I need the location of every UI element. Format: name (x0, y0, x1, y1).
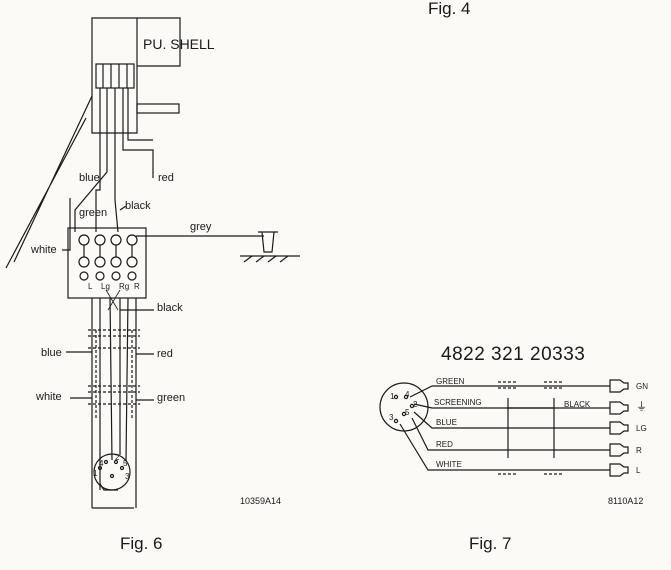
wire-label-grey: grey (190, 221, 212, 233)
fig6-drawing (5, 17, 300, 509)
terminal-lg: LG (636, 424, 647, 433)
wire-label-red-low: red (157, 348, 173, 360)
wire-blue (95, 88, 101, 232)
wire-label-blue-low: blue (41, 347, 62, 359)
terminal-screws (78, 234, 138, 281)
wire-label-red: RED (436, 440, 453, 449)
terminal-l: L (636, 466, 641, 475)
fig4-caption: Fig. 4 (428, 0, 471, 18)
socket-pin-2: 2 (413, 400, 418, 409)
wire-label-blue-top: blue (79, 172, 100, 184)
wire-label-green-low: green (157, 392, 186, 404)
wire-label-blue: BLUE (436, 418, 457, 427)
plug-pin-5: 5 (123, 459, 128, 468)
terminal-gn: GN (636, 382, 648, 391)
pu-shell-rail (137, 17, 181, 67)
fig7-drawing (379, 379, 629, 477)
fig7-caption: Fig. 7 (469, 534, 512, 553)
wire-label-white-low: white (36, 391, 62, 403)
terminal-label-r: R (134, 282, 140, 291)
terminal-label-lg: Lg (101, 282, 110, 291)
cable-clamps (88, 329, 140, 420)
wire-green (74, 88, 108, 232)
cable-outline-left (91, 298, 134, 509)
wire-red (122, 88, 154, 178)
shield-label-black: BLACK (564, 400, 591, 409)
socket-pin-1: 1 (390, 392, 395, 401)
plug-pin-3: 3 (125, 472, 130, 481)
fig7-ref: 8110A12 (608, 496, 644, 506)
wire-white-top (62, 198, 71, 251)
fig6-ref: 10359A14 (240, 496, 282, 506)
plug-pin-2: 2 (115, 453, 120, 462)
pu-shell-outline (91, 17, 138, 134)
terminal-label-l: L (88, 282, 93, 291)
plug-pin-1: 1 (93, 469, 98, 478)
part-number: 4822 321 20333 (441, 344, 586, 365)
wire-black (114, 88, 119, 233)
socket-pin-4: 4 (405, 390, 410, 399)
earth-post (258, 231, 278, 253)
plug-pin-4: 4 (99, 459, 104, 468)
pu-shell-label: PU. SHELL (143, 36, 215, 52)
wire-label-green-top: green (79, 207, 108, 219)
cable-center (99, 297, 129, 490)
terminal-r: R (636, 446, 642, 455)
tone-arm-tube (5, 95, 93, 269)
cable-clamps-fig7 (498, 381, 564, 475)
wire-label-white: WHITE (436, 460, 462, 469)
terminal-label-rg: Rg (119, 282, 130, 291)
socket-pin-5: 5 (405, 408, 410, 417)
wire-label-black-top: black (125, 200, 151, 212)
wire-label-black-mid: black (157, 302, 183, 314)
wire-label-white-top: white (31, 244, 57, 256)
wire-label-green: GREEN (436, 377, 465, 386)
wire-label-screening: SCREENING (434, 398, 482, 407)
terminal-ground: ⏚ (636, 401, 647, 413)
fig6-caption: Fig. 6 (120, 534, 163, 553)
screen-shield (507, 398, 555, 458)
terminal-plugs (609, 379, 629, 477)
cable-wires (399, 385, 610, 471)
finger-lift (136, 103, 180, 114)
cartridge-pins (95, 63, 135, 89)
wire-label-red-top: red (158, 172, 174, 184)
din-socket (379, 382, 429, 432)
terminal-block (67, 227, 147, 299)
socket-pin-3: 3 (389, 413, 394, 422)
